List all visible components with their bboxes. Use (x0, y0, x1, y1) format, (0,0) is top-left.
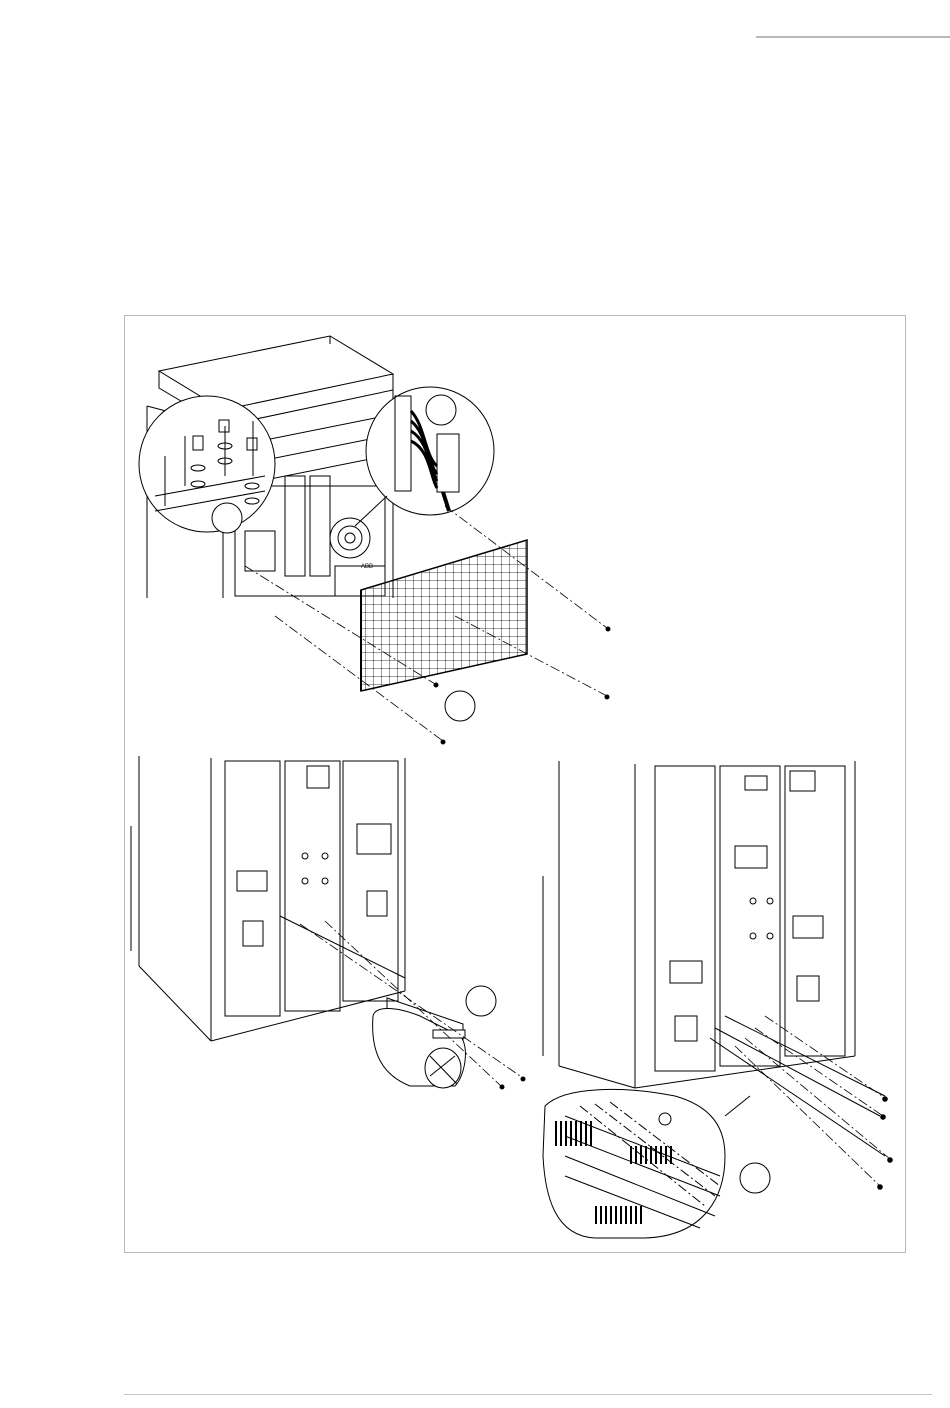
mesh-cover-panel (361, 540, 527, 691)
svg-text:ABB: ABB (361, 564, 373, 570)
fan-unit (373, 998, 466, 1088)
header-rule (756, 36, 950, 38)
technical-illustration: ABB (125, 316, 907, 1254)
connector-detail-magnifier (355, 387, 494, 526)
bottom-left-cabinet-drawing (131, 756, 405, 1041)
figure-frame: ABB (124, 315, 906, 1253)
bottom-right-screws (877, 1096, 893, 1190)
busbar-detail-magnifier (543, 1089, 750, 1238)
footer-rule (124, 1394, 932, 1395)
bolt-detail-magnifier (139, 396, 275, 532)
bottom-left-screws (500, 1077, 526, 1090)
bottom-right-alignment-lines (735, 1016, 890, 1186)
